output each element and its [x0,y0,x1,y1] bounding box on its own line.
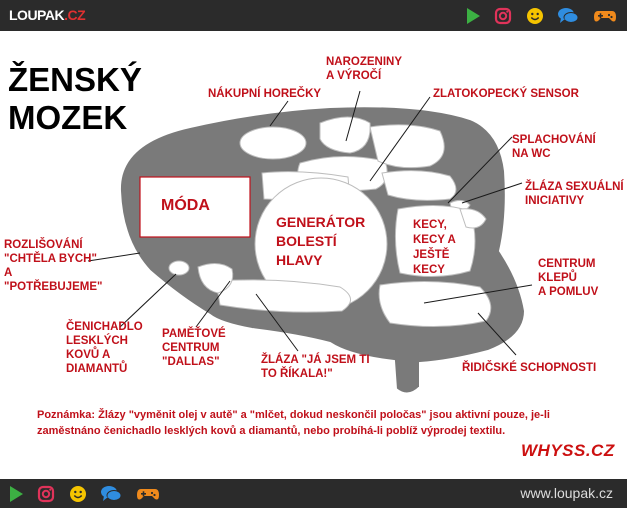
chat-icon[interactable] [557,6,579,26]
lobe-pametove [197,263,234,294]
smiley-icon[interactable] [68,484,88,504]
site-url-link[interactable]: www.loupak.cz [520,485,613,501]
label-nakupni: NÁKUPNÍ HOREČKY [208,88,322,100]
moda-box [139,176,251,238]
signature: WHYSS.CZ [521,441,615,460]
lobe-narozeniny [319,116,371,154]
comic-note: Poznámka: Žlázy "vyměnit olej v autě" a … [37,409,550,437]
gamepad-icon[interactable] [136,484,160,504]
generator-label: GENERÁTOR BOLESTÍ HLAVY [276,214,366,268]
label-zlaza-ja: ŽLÁZA "JÁ JSEM TI TO ŘÍKALA!" [261,354,370,380]
label-cenichadlo: ČENICHADLO LESKLÝCH KOVŮ A DIAMANTŮ [66,321,143,375]
instagram-icon[interactable] [36,484,56,504]
bottom-bar: www.loupak.cz [0,479,627,508]
label-splachovani: SPLACHOVÁNÍ NA WC [512,134,596,160]
play-icon[interactable] [463,6,483,26]
lobe-kecy [394,204,476,278]
brain-drawing [87,90,533,395]
play-icon[interactable] [6,484,26,504]
gamepad-icon[interactable] [593,6,617,26]
comic-title: ŽENSKÝ MOZEK [8,61,142,136]
lobe-zlatokop [369,124,445,169]
chat-icon[interactable] [100,484,122,504]
lobe-splachovani [381,170,457,201]
lobe-cenichadlo [168,260,190,276]
instagram-icon[interactable] [493,6,513,26]
kecy-label: KECY, KECY A JEŠTĚ KECY [413,219,456,276]
label-zlaza-sex: ŽLÁZA SEXUÁLNÍ INICIATIVY [525,181,624,207]
label-narozeniny: NAROZENINY A VÝROČÍ [326,56,403,82]
label-zlatokop: ZLATOKOPECKÝ SENSOR [433,88,579,100]
top-bar: LOUPAK.CZ [0,0,627,31]
label-pametove: PAMĚŤOVÉ CENTRUM "DALLAS" [162,328,226,368]
lobe-lower-long [215,279,351,313]
lobe-right-small [459,208,487,229]
site-logo[interactable]: LOUPAK.CZ [9,7,86,23]
lobe-nakupni [239,126,307,160]
lobe-centrum-klepu [378,280,492,328]
moda-label: MÓDA [161,197,210,214]
comic-image: ŽENSKÝ MOZEK MÓDA GENERÁTOR BOLESTÍ HLAV… [0,31,627,479]
label-ridicske: ŘIDIČSKÉ SCHOPNOSTI [462,362,597,374]
smiley-icon[interactable] [525,6,545,26]
label-centrum-klepu: CENTRUM KLEPŮ A POMLUV [538,258,599,298]
label-rozlisovani: ROZLIŠOVÁNÍ "CHTĚLA BYCH" A "POTŘEBUJEME… [4,239,103,293]
